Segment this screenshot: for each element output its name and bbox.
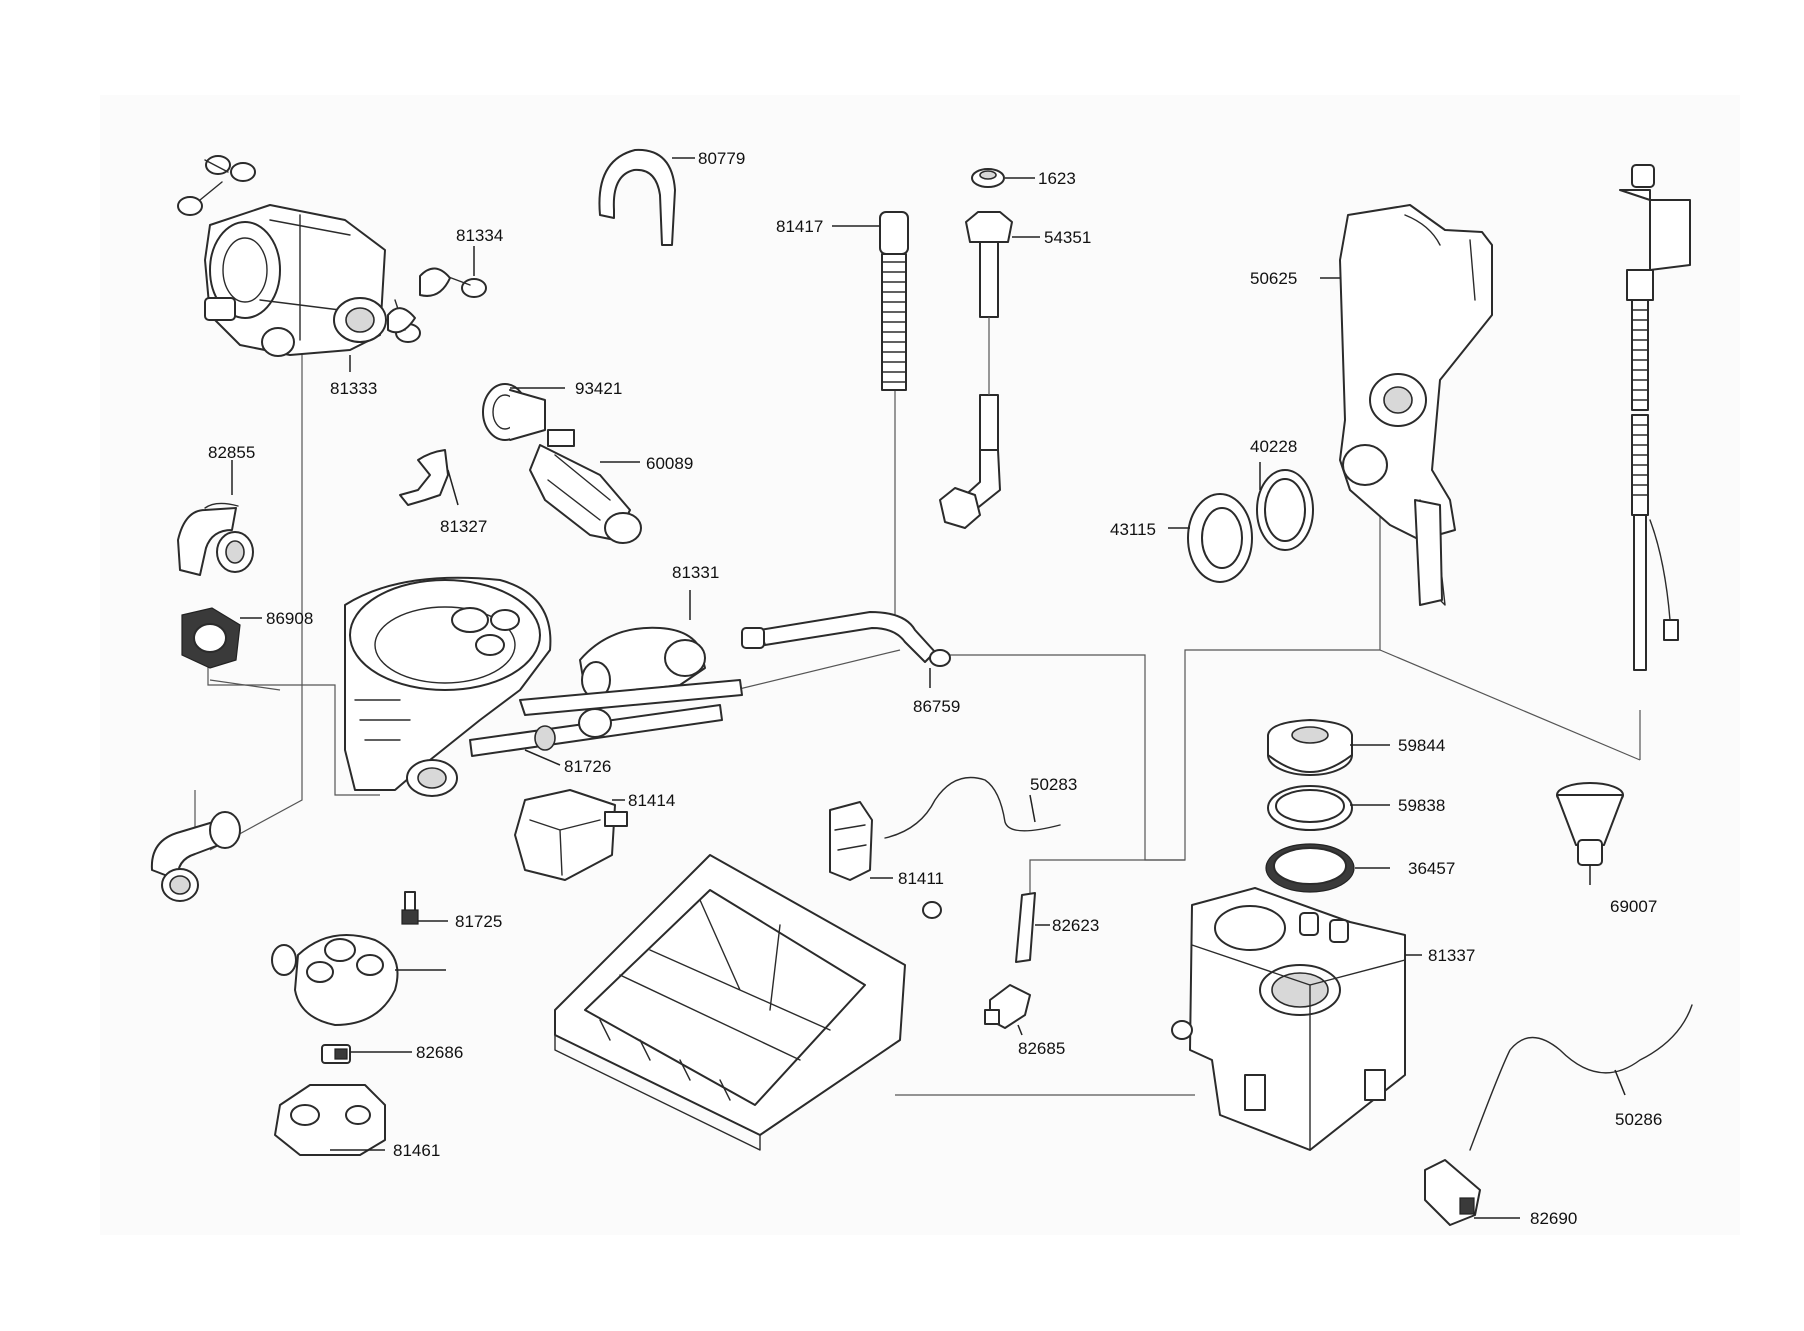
label-81417: 81417 [776, 217, 823, 236]
label-82685: 82685 [1018, 1039, 1065, 1058]
label-54351: 54351 [1044, 228, 1091, 247]
salt-container-81337 [1171, 887, 1406, 1151]
small-clip [922, 901, 942, 919]
label-81331: 81331 [672, 563, 719, 582]
part-number-labels: 80779 1623 81417 54351 81334 50625 81333… [208, 149, 1662, 1228]
clamp-springs-81334 [177, 155, 487, 343]
pump-motor-81333 [204, 204, 387, 357]
label-81337: 81337 [1428, 946, 1475, 965]
cap-nut-59844 [1267, 719, 1353, 776]
label-82686: 82686 [416, 1043, 463, 1062]
base-tray-frame [554, 854, 906, 1151]
cable-50286 [1469, 1004, 1693, 1151]
small-hose-82623 [1015, 892, 1036, 963]
seal-86908 [181, 607, 241, 669]
label-81461: 81461 [393, 1141, 440, 1160]
gasket-36457 [1265, 843, 1355, 893]
label-93421: 93421 [575, 379, 622, 398]
cover-panel-50625 [1339, 204, 1493, 606]
sensor-82685 [984, 984, 1031, 1029]
ring-nut-43115 [1187, 493, 1253, 583]
label-1623: 1623 [1038, 169, 1076, 188]
label-82855: 82855 [208, 443, 255, 462]
sensor-pin-81725 [401, 891, 419, 925]
connector-82686 [321, 1044, 351, 1064]
label-43115: 43115 [1110, 520, 1156, 539]
label-40228: 40228 [1250, 437, 1297, 456]
plug-82690 [1424, 1159, 1481, 1226]
label-81726: 81726 [564, 757, 611, 776]
label-59838: 59838 [1398, 796, 1445, 815]
connecting-pipe-81726 [469, 679, 743, 757]
elbow-hose-lower [150, 811, 241, 902]
label-82623: 82623 [1052, 916, 1099, 935]
gasket-ring-40228 [1256, 469, 1314, 551]
label-80779: 80779 [698, 149, 745, 168]
assembly-connector-lines [194, 350, 1641, 1096]
sump-housing [344, 576, 552, 797]
chamber-60089 [529, 429, 642, 544]
label-50286: 50286 [1615, 1110, 1662, 1129]
label-69007: 69007 [1610, 897, 1657, 916]
float-69007 [1556, 782, 1624, 866]
latch-81327 [399, 449, 449, 506]
wire-50283 [884, 776, 1061, 839]
pad-81461 [274, 1084, 386, 1156]
sleeve-93421 [482, 383, 546, 441]
leader-lines [231, 157, 1626, 1219]
label-86759: 86759 [913, 697, 960, 716]
valve-module-81414 [514, 789, 628, 881]
label-86908: 86908 [266, 609, 313, 628]
label-50283: 50283 [1030, 775, 1077, 794]
label-81411: 81411 [898, 869, 944, 888]
label-82690: 82690 [1530, 1209, 1577, 1228]
label-50625: 50625 [1250, 269, 1297, 288]
drain-pump [271, 934, 399, 1026]
cap-1623 [971, 168, 1005, 188]
fill-pipe-54351 [939, 211, 1013, 529]
drain-pipe-86759 [741, 611, 951, 667]
label-81334: 81334 [456, 226, 503, 245]
label-60089: 60089 [646, 454, 693, 473]
switch-81411 [829, 801, 873, 881]
ring-59838 [1267, 785, 1353, 831]
label-81725: 81725 [455, 912, 502, 931]
elbow-hose-82855 [177, 502, 254, 576]
label-81414: 81414 [628, 791, 675, 810]
label-81327: 81327 [440, 517, 487, 536]
aquastop-probe [1619, 164, 1691, 671]
hose-clip-80779 [598, 148, 676, 246]
drain-hose-81417 [879, 211, 909, 391]
label-59844: 59844 [1398, 736, 1445, 755]
label-81333: 81333 [330, 379, 377, 398]
label-36457: 36457 [1408, 859, 1455, 878]
